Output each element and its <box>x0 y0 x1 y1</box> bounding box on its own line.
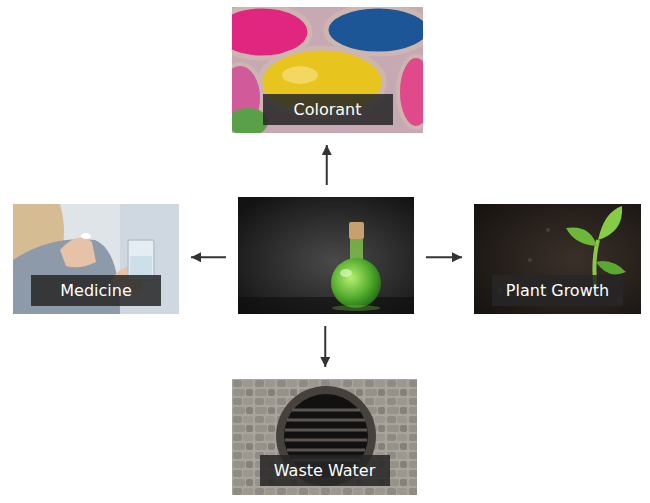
colorant-picture <box>232 7 423 133</box>
picture-box: Colorant <box>232 7 423 133</box>
background <box>13 204 179 314</box>
arrow-connector <box>326 145 328 185</box>
caption-label: Waste Water <box>260 455 390 486</box>
picture-box: Medicine <box>13 204 179 314</box>
reflection <box>340 269 352 277</box>
picture-box: Plant Growth <box>474 204 641 314</box>
caption-label: Colorant <box>263 94 393 125</box>
soil-grain <box>528 258 532 262</box>
reflection <box>332 305 380 311</box>
flask-picture <box>238 197 414 314</box>
soil-grain <box>546 228 550 232</box>
medicine-picture <box>13 204 179 314</box>
highlight <box>282 66 318 84</box>
plant-picture <box>474 204 641 314</box>
glass <box>128 240 154 280</box>
soil <box>474 204 641 314</box>
grate-bars <box>285 410 367 460</box>
caption-label: Plant Growth <box>492 275 623 306</box>
leaf <box>596 261 626 274</box>
arrow-connector <box>324 326 326 367</box>
arrow-connector <box>191 256 226 258</box>
cork <box>349 222 364 239</box>
picture-box: Waste Water <box>232 379 417 495</box>
pink-powder <box>398 56 423 128</box>
drain-picture <box>232 379 417 495</box>
leaf <box>598 206 622 240</box>
caption-label: Medicine <box>31 275 161 306</box>
flask-body <box>331 258 381 308</box>
background <box>238 197 414 314</box>
pill <box>81 233 91 239</box>
table <box>238 297 414 314</box>
picture-box <box>238 197 414 314</box>
arrow-connector <box>426 256 462 258</box>
cobblestones <box>232 379 417 495</box>
hand <box>60 238 96 268</box>
leaf <box>566 227 597 246</box>
